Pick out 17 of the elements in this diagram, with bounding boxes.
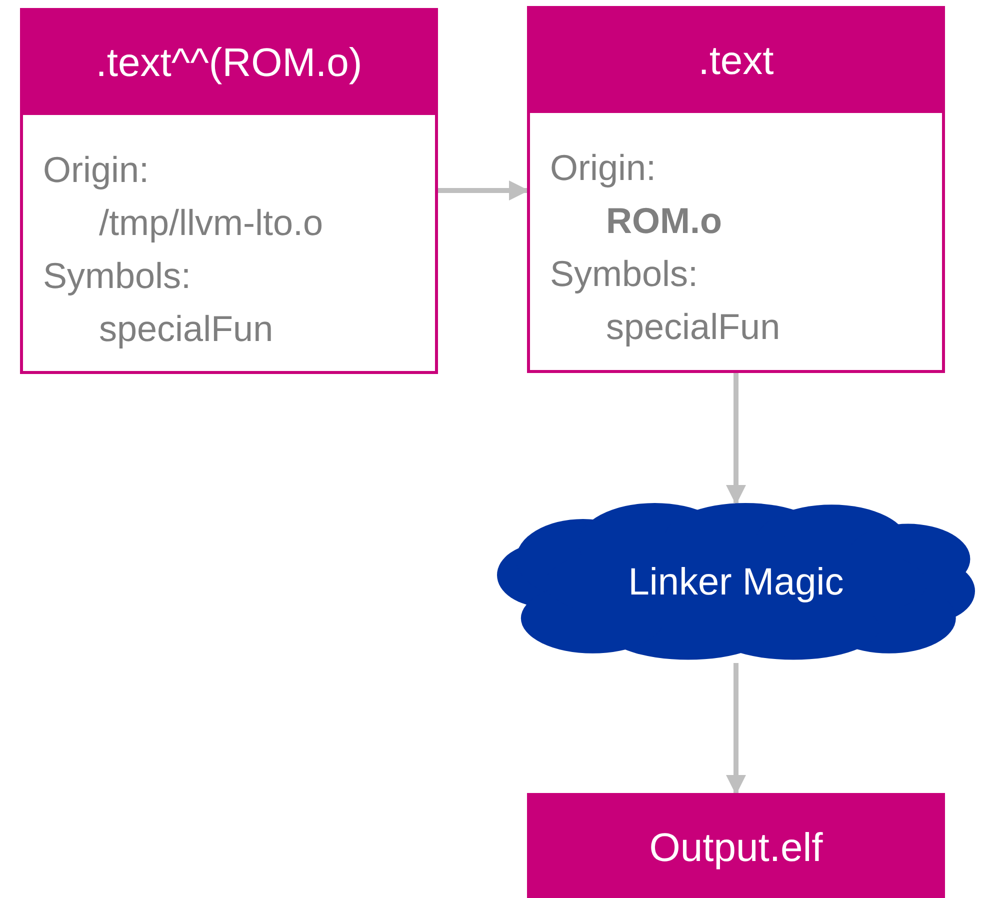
field-label: Origin: bbox=[550, 146, 658, 190]
section-box bbox=[527, 6, 945, 373]
field-label: Symbols: bbox=[43, 254, 192, 298]
box-title: .text^^(ROM.o) bbox=[96, 40, 362, 86]
field-value: specialFun bbox=[98, 307, 274, 351]
field-label: Origin: bbox=[43, 148, 150, 192]
field-value: ROM.o bbox=[605, 199, 723, 243]
cloud-label: Linker Magic bbox=[627, 562, 845, 604]
field-value: specialFun bbox=[605, 305, 782, 349]
arrow bbox=[726, 373, 746, 505]
box-title: .text bbox=[698, 38, 774, 84]
field-value: /tmp/llvm-lto.o bbox=[98, 201, 324, 245]
box-title: Output.elf bbox=[649, 826, 823, 870]
arrow bbox=[438, 180, 529, 200]
section-box bbox=[20, 8, 438, 374]
field-label: Symbols: bbox=[550, 252, 700, 296]
arrow bbox=[726, 663, 746, 795]
